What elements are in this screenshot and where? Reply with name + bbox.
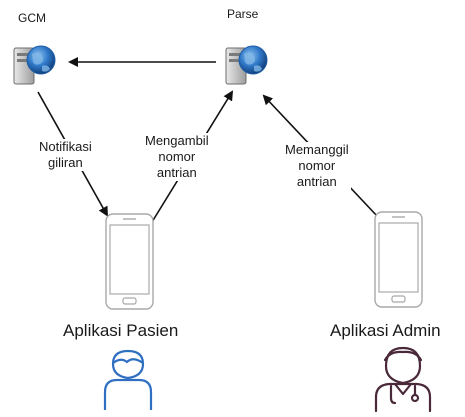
parse-label: Parse [227, 7, 259, 21]
pasien-smartphone-icon [105, 213, 154, 310]
admin-smartphone-icon [374, 211, 423, 308]
edge-label-mengambil-line3: antrian [156, 165, 197, 180]
parse-server-icon [225, 45, 268, 85]
edge-label-notifikasi-line1: Notifikasi [39, 139, 92, 154]
edge-label-mengambil-line1: Mengambil [145, 133, 209, 148]
gcm-label: GCM [18, 11, 46, 25]
edge-label-memanggil-line2: nomor [298, 158, 336, 173]
edge-label-memanggil: Memanggil nomor antrian [283, 142, 351, 190]
patient-user-icon [103, 349, 153, 410]
admin-app-label: Aplikasi Admin [330, 321, 441, 340]
gcm-server-icon [13, 45, 56, 85]
edge-label-mengambil: Mengambil nomor antrian [143, 133, 211, 181]
edge-label-mengambil-line2: nomor [158, 149, 196, 164]
edge-label-memanggil-line3: antrian [296, 174, 337, 189]
edge-label-notifikasi: Notifikasi giliran [37, 139, 94, 171]
edge-label-notifikasi-line2: giliran [48, 155, 83, 170]
pasien-app-label: Aplikasi Pasien [63, 321, 179, 340]
edge-label-memanggil-line1: Memanggil [285, 142, 349, 157]
doctor-user-icon [374, 346, 432, 413]
